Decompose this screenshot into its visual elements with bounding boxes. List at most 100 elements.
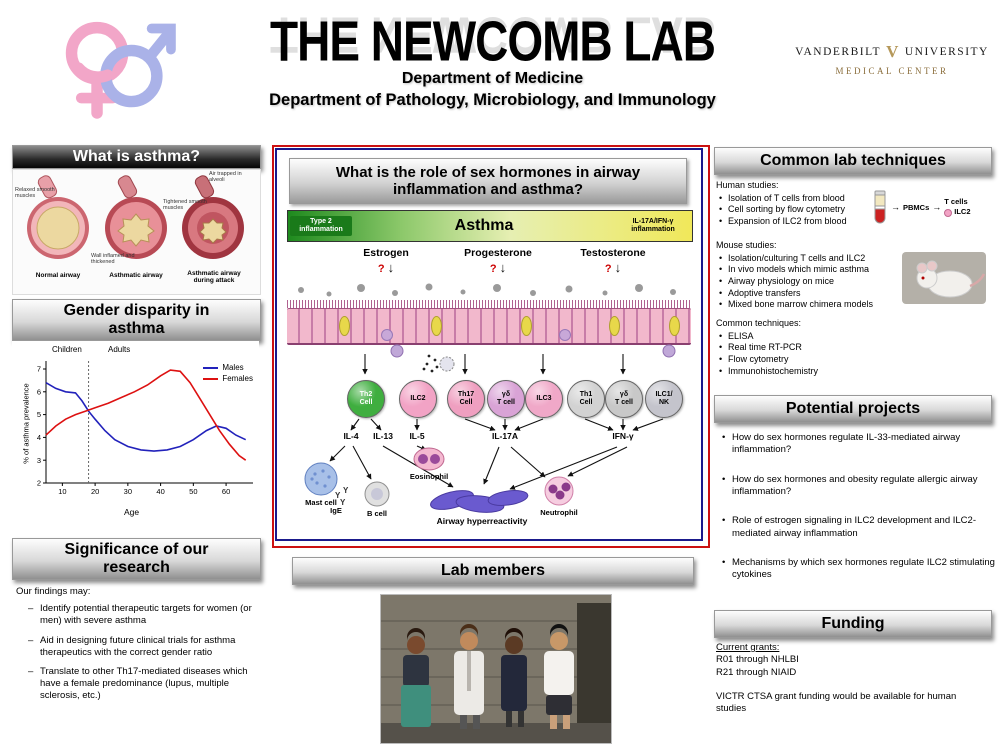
neutrophil-label: Neutrophil <box>540 508 578 517</box>
cell-label: Th1 <box>579 390 593 398</box>
list-item: Identify potential therapeutic targets f… <box>28 602 259 627</box>
airway-diagrams-graphic <box>27 175 244 259</box>
label-attack-airway: Asthmatic airway during attack <box>187 270 241 285</box>
label-asthmatic-airway: Asthmatic airway <box>109 272 163 279</box>
ilc2-cell-icon <box>944 208 953 217</box>
common-techniques-heading: Common techniques: <box>716 318 802 328</box>
cell-label: NK <box>658 399 670 406</box>
significance-intro: Our findings may: <box>16 586 91 597</box>
potential-projects-list: How do sex hormones regulate IL-33-media… <box>718 432 1000 599</box>
mast-cell-label: Mast cell <box>305 498 337 507</box>
common-techniques-block: Common techniques: ELISA Real time RT-PC… <box>716 318 916 383</box>
chart-legend: Males Females <box>203 363 253 385</box>
cell-label: Cell <box>579 399 593 406</box>
airway-smooth-muscle-graphic <box>430 490 529 513</box>
title-block: THE NEWCOMB LAB THE NEWCOMB LAB Departme… <box>185 7 800 110</box>
svg-text:5: 5 <box>37 410 41 419</box>
technique-item: Real time RT-PCR <box>728 342 802 353</box>
significance-text: Our findings may: Identify potential the… <box>16 586 259 710</box>
technique-item: ELISA <box>728 330 754 341</box>
project-item: How do sex hormones regulate IL-33-media… <box>732 432 961 456</box>
svg-text:4: 4 <box>37 433 41 442</box>
mouse-studies-list: Isolation/culturing T cells and ILC2 In … <box>716 253 898 311</box>
ilc2-cell: ILC2 <box>399 380 437 418</box>
cytokine-il13: IL-13 <box>373 431 393 441</box>
right-arrow-icon <box>891 202 900 212</box>
il17a-ifng-inflammation-label: IL-17A/IFN-γ inflammation <box>631 217 675 233</box>
cell-label: γδ <box>619 390 629 398</box>
research-question: What is the role of sex hormones in airw… <box>335 164 641 198</box>
section-header-lab-members: Lab members <box>292 557 694 585</box>
goblet-cell <box>431 316 442 336</box>
ilc1-nk-cell: ILC1/NK <box>645 380 683 418</box>
list-item: Isolation of T cells from blood <box>719 193 876 205</box>
mast-cell-graphic <box>304 462 338 496</box>
cytokine-il17a: IL-17A <box>492 431 518 441</box>
svg-text:30: 30 <box>124 487 132 496</box>
list-item: Isolation/culturing T cells and ILC2 <box>719 253 898 265</box>
hormone-estrogen: Estrogen ? <box>340 247 432 275</box>
section-header-gender-disparity: Gender disparity in asthma <box>12 299 261 341</box>
gender-disparity-title: Gender disparity in asthma <box>63 301 210 337</box>
project-item: Mechanisms by which sex hormones regulat… <box>732 557 995 581</box>
dendritic-cell <box>662 344 676 358</box>
human-study-item: Expansion of ILC2 from blood <box>728 216 847 227</box>
list-item: Translate to other Th17-mediated disease… <box>28 666 259 702</box>
vanderbilt-logo: VANDERBILT V UNIVERSITY MEDICAL CENTER <box>792 42 992 76</box>
grant-r21: R21 through NIAID <box>716 666 797 678</box>
vanderbilt-name: VANDERBILT <box>795 46 882 58</box>
list-item: How do sex hormones regulate IL-33-media… <box>722 432 1000 457</box>
cell-label: Th2 <box>359 390 373 398</box>
list-item: Immunohistochemistry <box>719 366 916 378</box>
cell-label: Cell <box>359 399 373 406</box>
list-item: Flow cytometry <box>719 354 916 366</box>
epithelial-cells-strip <box>287 308 691 345</box>
gender-symbols-icon <box>65 21 176 119</box>
cell-label: Cell <box>459 399 473 406</box>
hormone-testosterone: Testosterone ? <box>567 247 659 275</box>
pbmcs-label: PBMCs <box>903 202 930 212</box>
svg-text:60: 60 <box>222 487 230 496</box>
goblet-cell <box>339 316 350 336</box>
project-item: How do sex hormones and obesity regulate… <box>732 473 978 498</box>
cell-label: T cell <box>615 399 633 406</box>
eosinophil-graphic <box>413 447 445 471</box>
cell-label: ILC1/ <box>655 390 673 398</box>
question-mark: ? <box>377 263 385 275</box>
list-item: How do sex hormones and obesity regulate… <box>722 473 1000 499</box>
what-is-asthma-title: What is asthma? <box>72 147 201 165</box>
asthma-label: Asthma <box>454 217 514 234</box>
mouse-study-item: In vivo models which mimic asthma <box>728 264 870 275</box>
list-item: Adoptive transfers <box>719 287 898 300</box>
section-header-potential-projects: Potential projects <box>714 395 992 423</box>
svg-text:6: 6 <box>37 387 41 396</box>
legend-label-females: Females <box>222 374 253 383</box>
department-medicine: Department of Medicine <box>401 70 584 87</box>
ilc3-cell: ILC3 <box>525 380 563 418</box>
b-cell-label: B cell <box>366 509 387 518</box>
right-arrow-icon <box>932 202 941 212</box>
common-techniques-list: ELISA Real time RT-PCR Flow cytometry Im… <box>716 331 916 378</box>
section-header-what-is-asthma: What is asthma? <box>12 145 261 169</box>
annotation-tightened-muscles: Tightened smooth muscles <box>163 199 207 211</box>
svg-text:Y: Y <box>343 486 349 495</box>
question-mark: ? <box>604 263 612 275</box>
mouse-study-item: Adoptive transfers <box>728 287 801 298</box>
list-item: Mixed bone marrow chimera models <box>719 299 898 311</box>
ige-label: IgE <box>330 506 342 515</box>
females-line-swatch <box>203 377 219 380</box>
funding-title: Funding <box>821 614 885 632</box>
annotation-wall-inflamed: Wall inflamed and thickened <box>91 253 135 265</box>
hormone-progesterone: Progesterone ? <box>452 247 544 275</box>
airway-epithelium-graphic <box>287 300 691 346</box>
svg-text:50: 50 <box>189 487 197 496</box>
vanderbilt-medical-center: MEDICAL CENTER <box>835 66 949 76</box>
significance-item: Identify potential therapeutic targets f… <box>40 602 252 626</box>
potential-projects-title: Potential projects <box>785 399 921 417</box>
chart-region-children: Children <box>52 345 82 354</box>
grant-r01: R01 through NHLBI <box>716 654 799 666</box>
neutrophil-graphic <box>544 476 574 506</box>
blood-tube-icon <box>874 190 886 224</box>
flow-products: T cells ILC2 <box>944 197 971 217</box>
